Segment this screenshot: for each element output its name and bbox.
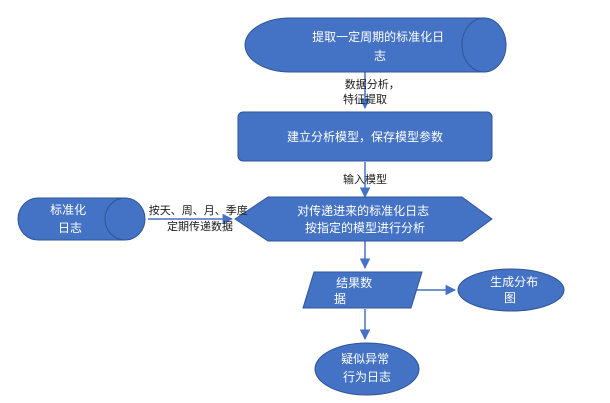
svg-text:建立分析模型，保存模型参数: 建立分析模型，保存模型参数 xyxy=(287,129,443,144)
edge-label-model-line-1: 输入模型 xyxy=(343,172,387,186)
edge-label-storage-line-2: 定期传递数据 xyxy=(167,219,233,233)
node-distribution-line-2: 图 xyxy=(504,291,516,305)
node-extract-line-2: 志 xyxy=(374,49,386,63)
node-result[interactable]: 结果数 据 xyxy=(302,271,423,309)
svg-text:数据分析， 特征提取: 数据分析， 特征提取 xyxy=(343,77,403,106)
node-distribution-line-1: 生成分布 xyxy=(490,275,538,289)
node-build-model[interactable]: 建立分析模型，保存模型参数 xyxy=(237,111,493,162)
node-extract-line-1: 提取一定周期的标准化日 xyxy=(312,29,444,44)
node-storage-line-1: 标准化 xyxy=(50,203,86,217)
svg-text:提取一定周期的标准化日 志: 提取一定周期的标准化日 志 xyxy=(312,29,448,63)
node-result-line-2: 据 xyxy=(334,292,346,306)
svg-text:对传递进来的标准化日志 按指定的模型进行分析: 对传递进来的标准化日志 按指定的模型进行分析 xyxy=(297,203,433,235)
svg-text:生成分布 图: 生成分布 图 xyxy=(490,275,542,305)
node-analyze[interactable]: 对传递进来的标准化日志 按指定的模型进行分析 xyxy=(234,196,493,242)
node-distribution[interactable]: 生成分布 图 xyxy=(457,268,565,312)
node-storage-line-2: 日志 xyxy=(58,221,82,235)
svg-text:疑似异常 行为日志: 疑似异常 行为日志 xyxy=(341,351,393,384)
edge-label-extract-line-1: 数据分析， xyxy=(345,77,400,91)
node-build-model-line-1: 建立分析模型，保存模型参数 xyxy=(287,129,443,144)
node-result-line-1: 结果数 xyxy=(336,275,372,290)
svg-text:按天、周、月、季度 定期传递数据: 按天、周、月、季度 定期传递数据 xyxy=(149,203,252,233)
node-extract[interactable]: 提取一定周期的标准化日 志 xyxy=(244,17,507,73)
node-anomaly[interactable]: 疑似异常 行为日志 xyxy=(314,342,420,396)
svg-text:标准化 日志: 标准化 日志 xyxy=(50,203,90,235)
svg-text:结果数 据: 结果数 据 xyxy=(334,275,376,306)
svg-text:输入模型: 输入模型 xyxy=(343,172,387,186)
node-analyze-line-2: 按指定的模型进行分析 xyxy=(305,220,425,235)
node-storage[interactable]: 标准化 日志 xyxy=(17,197,146,241)
node-anomaly-line-1: 疑似异常 xyxy=(341,351,389,366)
edges xyxy=(148,72,457,341)
edge-label-storage-line-1: 按天、周、月、季度 xyxy=(149,203,248,217)
node-analyze-line-1: 对传递进来的标准化日志 xyxy=(297,203,429,218)
edge-label-extract-line-2: 特征提取 xyxy=(343,92,387,106)
node-anomaly-line-2: 行为日志 xyxy=(343,370,391,384)
